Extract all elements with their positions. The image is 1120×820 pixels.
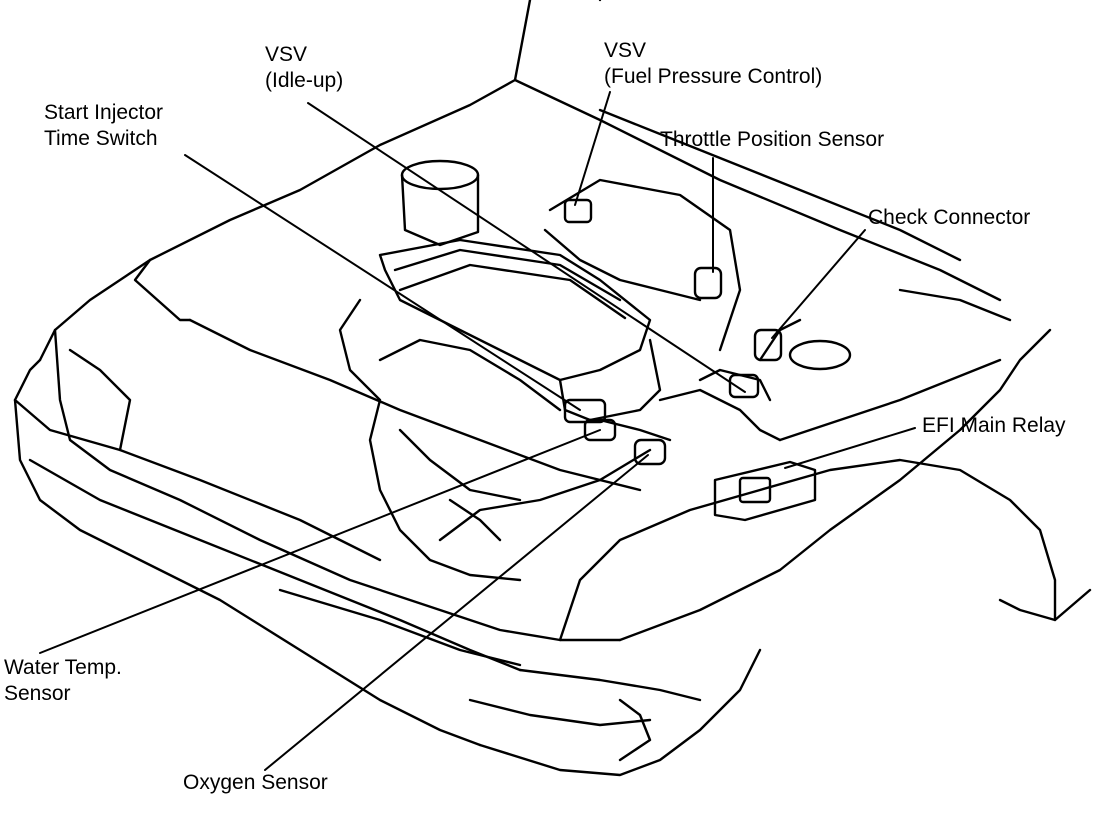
component-parts (563, 198, 817, 522)
efi-relay-housing (713, 460, 817, 522)
leader-start-injector (184, 154, 581, 411)
leader-efi-relay (784, 427, 916, 469)
label-throttle-position-sensor: Throttle Position Sensor (660, 128, 885, 151)
leader-water-temp (39, 429, 601, 654)
vsv-fuel-body (563, 198, 593, 224)
engine-assembly (338, 159, 852, 582)
throttle-sensor-body (693, 266, 723, 300)
vehicle-body-outline (13, 0, 1092, 777)
vsv-idle-body (728, 373, 760, 399)
label-vsv-fuel-pressure: VSV (Fuel Pressure Control) (604, 39, 823, 88)
leader-check-connector (771, 229, 866, 339)
label-check-connector: Check Connector (868, 206, 1031, 229)
label-oxygen-sensor: Oxygen Sensor (183, 771, 328, 794)
label-start-injector-time-switch: Start Injector Time Switch (44, 101, 164, 150)
leader-oxygen-sensor (264, 454, 649, 771)
efi-relay-body (738, 476, 772, 504)
water-temp-body (583, 418, 617, 442)
oxygen-sensor-body (633, 438, 667, 466)
label-efi-main-relay: EFI Main Relay (922, 414, 1066, 437)
label-water-temp-sensor: Water Temp. Sensor (4, 656, 122, 705)
label-vsv-idle-up: VSV (Idle-up) (265, 43, 344, 92)
leader-vsv-fuel-pressure (574, 91, 611, 206)
check-connector-body (753, 328, 783, 362)
leader-vsv-idle-up (307, 102, 746, 393)
